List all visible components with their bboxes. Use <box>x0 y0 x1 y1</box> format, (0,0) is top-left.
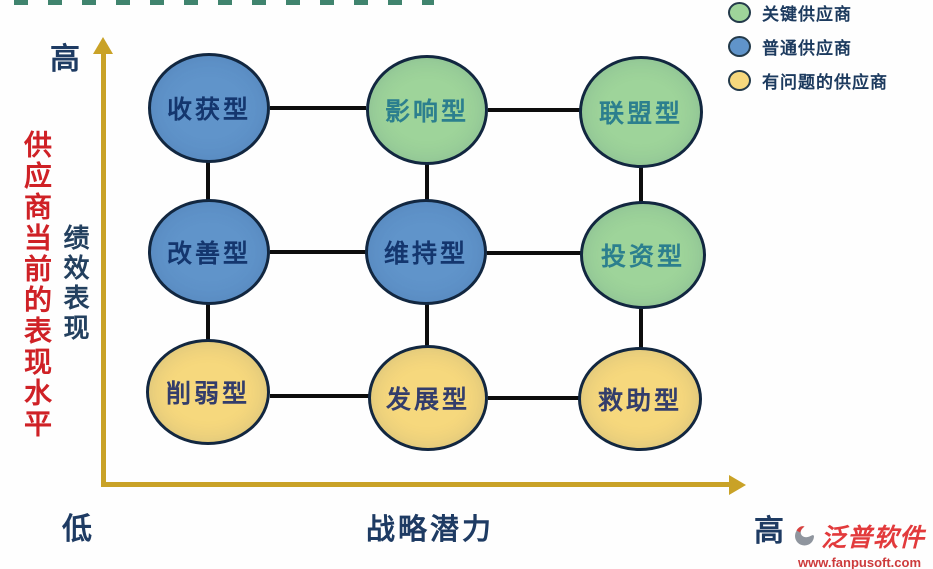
legend-label: 关键供应商 <box>762 4 852 24</box>
legend-item-ordinary-supplier: 普通供应商 <box>728 34 888 58</box>
connector-line <box>639 308 643 348</box>
legend-label: 有问题的供应商 <box>762 72 888 92</box>
y-axis-high-label: 高 <box>50 43 80 76</box>
connector-line <box>270 106 366 110</box>
matrix-cell-rescue-type: 救助型 <box>578 347 702 451</box>
fanpu-logo-icon <box>792 523 818 549</box>
matrix-cell-maintain-type: 维持型 <box>365 199 487 305</box>
x-axis-line <box>101 482 729 487</box>
legend-item-key-supplier: 关键供应商 <box>728 0 888 24</box>
matrix-cell-label: 维持型 <box>383 240 468 268</box>
x-axis-low-label: 低 <box>62 513 92 546</box>
matrix-cell-label: 削弱型 <box>165 380 250 408</box>
legend: 关键供应商 普通供应商 有问题的供应商 <box>728 0 888 102</box>
fanpu-brand-text: 泛普软件 <box>821 524 926 552</box>
matrix-cell-harvest-type: 收获型 <box>148 53 270 163</box>
y-axis-line <box>101 52 106 485</box>
connector-line <box>270 250 366 254</box>
matrix-cell-label: 收获型 <box>166 96 251 124</box>
x-axis-high-label: 高 <box>754 515 784 548</box>
connector-line <box>487 251 581 255</box>
matrix-cell-influence-type: 影响型 <box>366 55 488 165</box>
matrix-cell-improve-type: 改善型 <box>148 199 270 305</box>
matrix-cell-develop-type: 发展型 <box>368 345 488 451</box>
legend-label: 普通供应商 <box>762 38 852 58</box>
legend-swatch-green-icon <box>728 1 751 23</box>
connector-line <box>488 108 580 112</box>
matrix-cell-label: 改善型 <box>166 240 251 268</box>
connector-line <box>488 396 579 400</box>
matrix-cell-weaken-type: 削弱型 <box>146 339 270 445</box>
y-axis-title-primary: 供应商当前的表现水平 <box>21 130 52 440</box>
matrix-cell-label: 投资型 <box>600 243 685 271</box>
connector-line <box>425 304 429 346</box>
connector-line <box>425 164 429 200</box>
legend-item-problem-supplier: 有问题的供应商 <box>728 68 888 92</box>
matrix-cell-alliance-type: 联盟型 <box>579 56 703 168</box>
y-axis-arrow-icon <box>93 37 113 54</box>
matrix-cell-label: 联盟型 <box>598 100 683 128</box>
matrix-cell-label: 发展型 <box>385 386 470 414</box>
matrix-cell-label: 救助型 <box>597 387 682 415</box>
connector-line <box>206 162 210 200</box>
connector-line <box>639 167 643 202</box>
fanpu-watermark: 泛普软件 www.fanpusoft.com <box>792 518 932 569</box>
connector-line <box>206 304 210 340</box>
fanpu-url-text: www.fanpusoft.com <box>798 555 922 569</box>
x-axis-arrow-icon <box>729 475 746 495</box>
matrix-cell-investment-type: 投资型 <box>580 201 706 309</box>
connector-line <box>270 394 369 398</box>
matrix-cell-label: 影响型 <box>384 98 469 126</box>
x-axis-title: 战略潜力 <box>366 514 495 546</box>
legend-swatch-yellow-icon <box>728 69 751 91</box>
y-axis-title-secondary: 绩效表现 <box>60 224 90 344</box>
legend-swatch-blue-icon <box>728 35 751 57</box>
cropped-title-remnant <box>14 0 434 5</box>
